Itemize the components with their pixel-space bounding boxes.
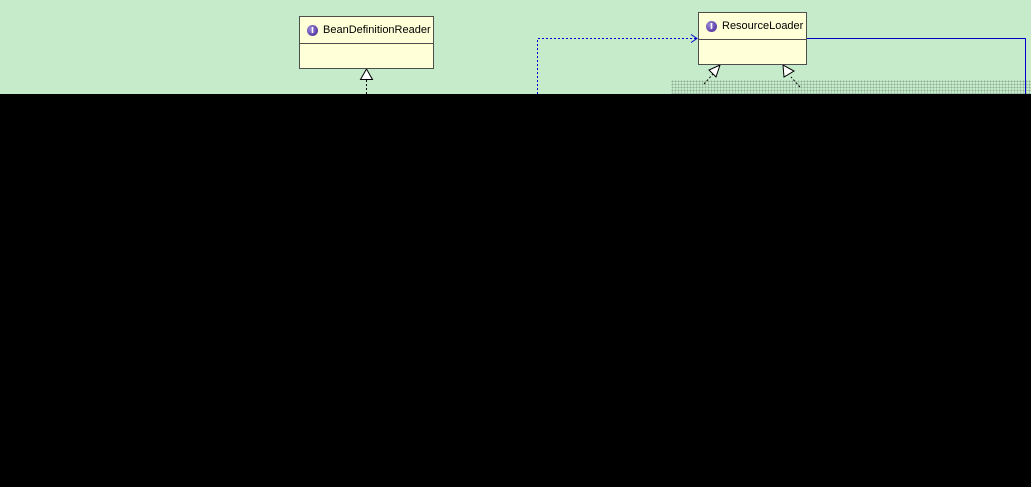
class-box-bean-definition-reader[interactable]: I BeanDefinitionReader xyxy=(299,16,434,69)
class-header: I BeanDefinitionReader xyxy=(300,17,433,44)
class-name: ResourceLoader xyxy=(722,20,804,32)
class-name: BeanDefinitionReader xyxy=(323,24,431,36)
class-header: I ResourceLoader xyxy=(699,13,806,40)
dotted-background-strip xyxy=(671,80,1031,94)
interface-icon: I xyxy=(307,24,318,36)
realization-arrowhead-resource-loader-right xyxy=(782,64,796,78)
association-line-resource-loader xyxy=(807,38,1026,94)
dependency-line-resource-loader xyxy=(537,38,697,94)
class-box-resource-loader[interactable]: I ResourceLoader xyxy=(698,12,807,65)
diagram-visible-area: I BeanDefinitionReader I ResourceLoader xyxy=(0,0,1031,94)
connector-layer xyxy=(359,34,1026,94)
interface-icon: I xyxy=(706,20,717,32)
masked-region xyxy=(0,94,1031,487)
dependency-arrowhead-resource-loader xyxy=(690,34,698,43)
realization-line-resource-loader-left xyxy=(703,73,714,85)
realization-line-resource-loader-right xyxy=(790,76,801,88)
realization-arrowhead-resource-loader-left xyxy=(708,64,721,78)
realization-arrowhead-bean-definition-reader xyxy=(359,67,374,80)
